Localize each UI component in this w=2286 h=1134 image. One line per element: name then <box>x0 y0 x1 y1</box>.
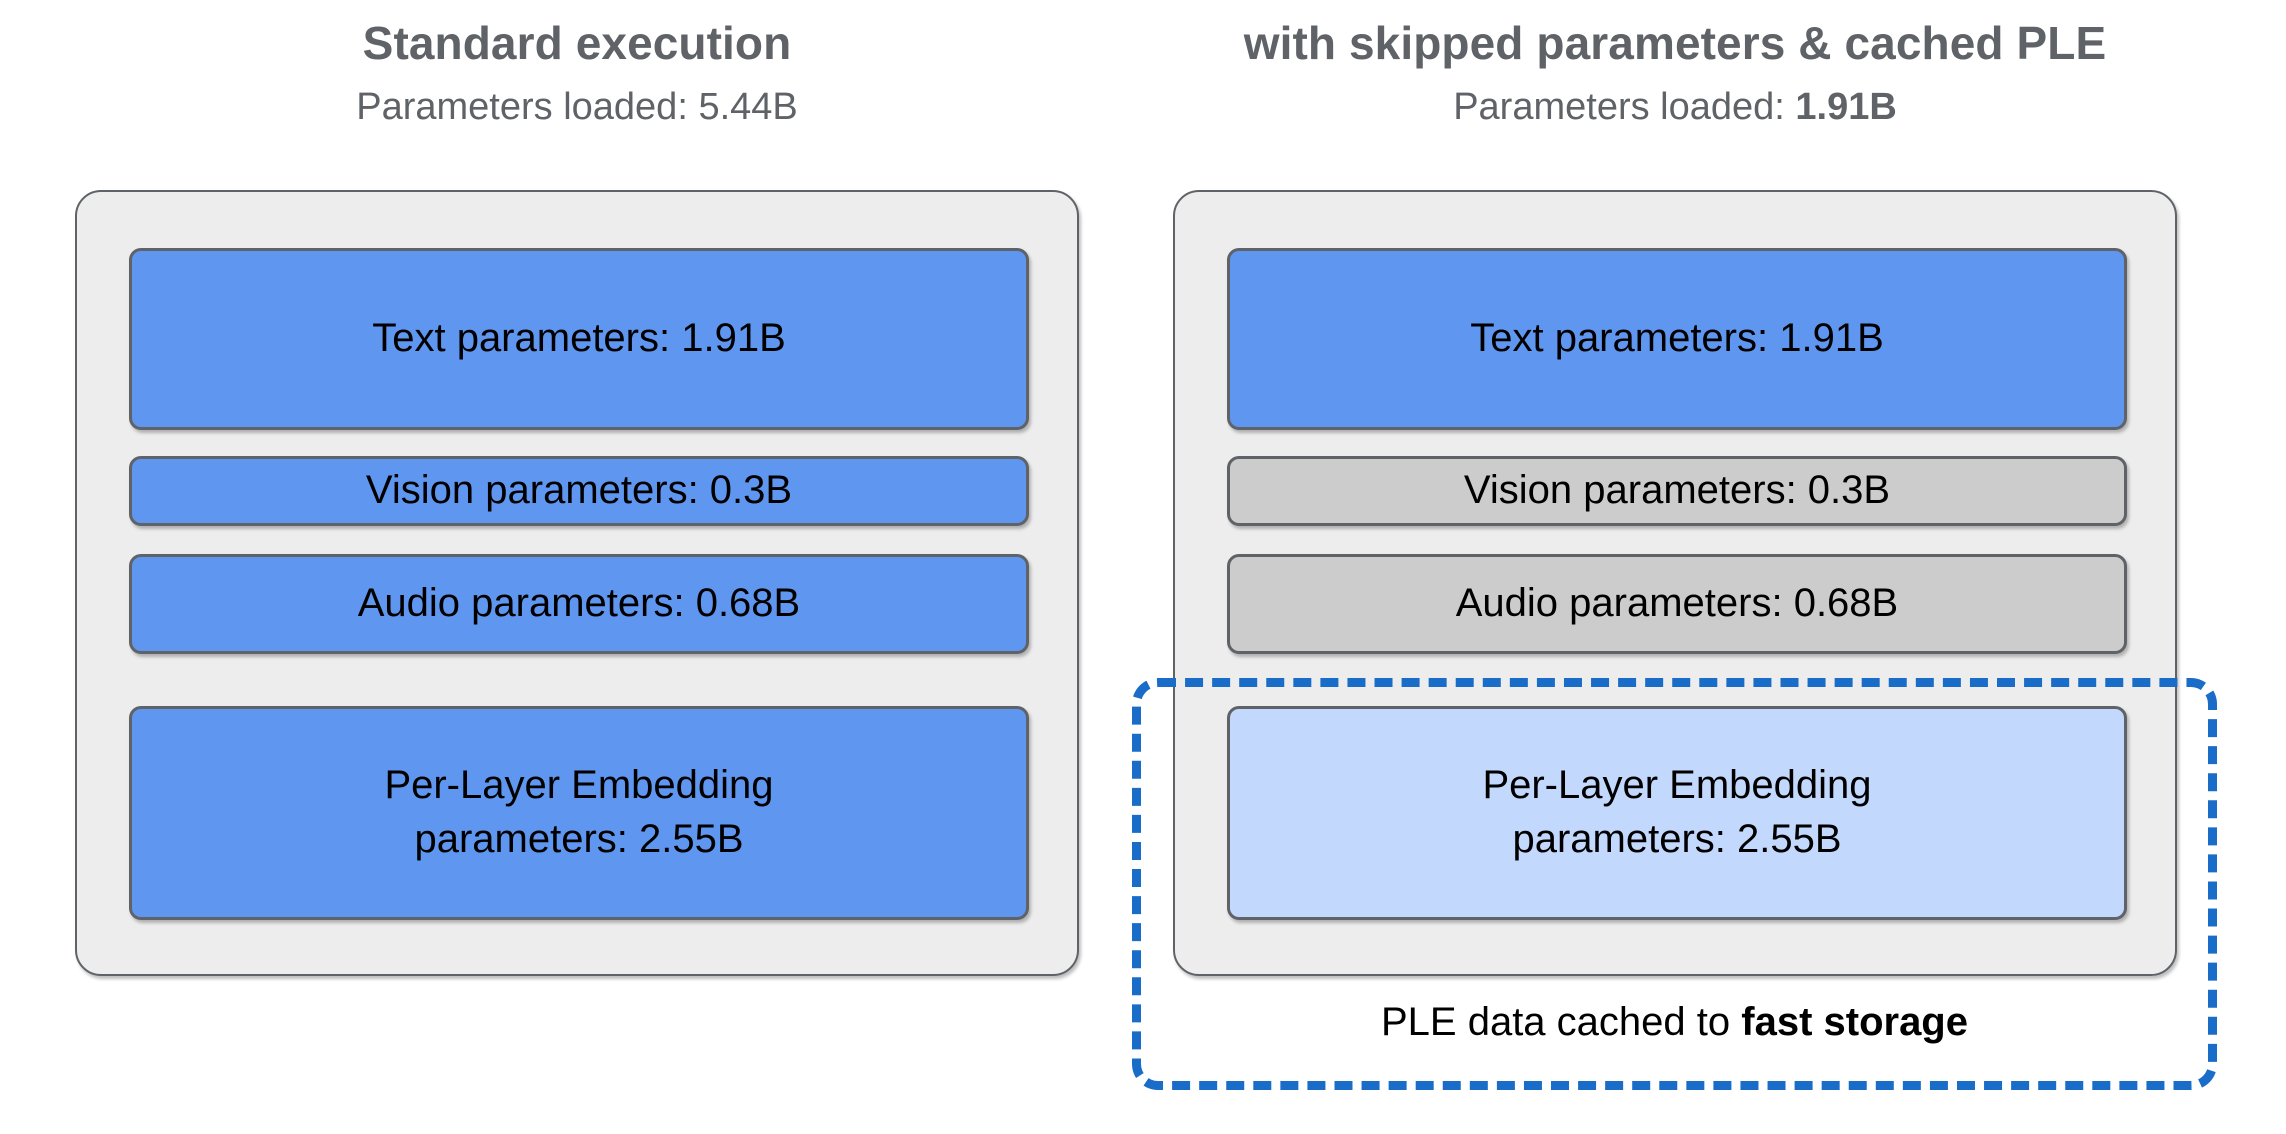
box-label: Vision parameters: 0.3B <box>365 468 793 513</box>
box-label: Vision parameters: 0.3B <box>1463 468 1891 513</box>
box-label: Audio parameters: 0.68B <box>357 581 801 626</box>
panel-standard-execution: Text parameters: 1.91B Vision parameters… <box>75 190 1079 976</box>
column-title-standard: Standard execution <box>362 17 792 69</box>
parameters-loaded-value-right: 1.91B <box>1795 85 1897 128</box>
box-ple-parameters-optimized[interactable]: Per-Layer Embedding parameters: 2.55B <box>1227 706 2127 920</box>
panel-optimized-execution: Text parameters: 1.91B Vision parameters… <box>1173 190 2177 976</box>
box-label-line1: Per-Layer Embedding <box>384 763 774 808</box>
column-header-optimized: with skipped parameters & cached PLE Par… <box>1173 18 2177 128</box>
parameters-loaded-value-left: 5.44B <box>698 85 798 128</box>
box-label-line2: parameters: 2.55B <box>414 817 744 861</box>
box-label: Text parameters: 1.91B <box>1470 316 1884 361</box>
box-label-line1: Per-Layer Embedding <box>1482 763 1872 808</box>
column-header-standard: Standard execution Parameters loaded: 5.… <box>75 18 1079 128</box>
column-title-optimized: with skipped parameters & cached PLE <box>1243 17 2107 69</box>
cache-caption-prefix: PLE data cached to <box>1380 1000 1742 1044</box>
cached-ple-caption: PLE data cached to fast storage <box>1132 1000 2217 1045</box>
box-vision-parameters-optimized[interactable]: Vision parameters: 0.3B <box>1227 456 2127 526</box>
parameters-loaded-label-right: Parameters loaded: <box>1453 85 1796 128</box>
column-subtitle-optimized: Parameters loaded: 1.91B <box>1173 85 2177 129</box>
box-vision-parameters-standard[interactable]: Vision parameters: 0.3B <box>129 456 1029 526</box>
box-audio-parameters-standard[interactable]: Audio parameters: 0.68B <box>129 554 1029 654</box>
box-label: Per-Layer Embedding parameters: 2.55B <box>1482 759 1871 866</box>
box-audio-parameters-optimized[interactable]: Audio parameters: 0.68B <box>1227 554 2127 654</box>
box-text-parameters-standard[interactable]: Text parameters: 1.91B <box>129 248 1029 430</box>
box-label: Audio parameters: 0.68B <box>1455 581 1899 626</box>
cache-caption-emphasis: fast storage <box>1741 1000 1968 1044</box>
box-ple-parameters-standard[interactable]: Per-Layer Embedding parameters: 2.55B <box>129 706 1029 920</box>
column-subtitle-standard: Parameters loaded: 5.44B <box>75 85 1079 129</box>
box-label: Text parameters: 1.91B <box>372 316 786 361</box>
box-label-line2: parameters: 2.55B <box>1512 817 1842 861</box>
box-text-parameters-optimized[interactable]: Text parameters: 1.91B <box>1227 248 2127 430</box>
box-label: Per-Layer Embedding parameters: 2.55B <box>384 759 773 866</box>
parameters-loaded-label-left: Parameters loaded: <box>356 85 699 128</box>
